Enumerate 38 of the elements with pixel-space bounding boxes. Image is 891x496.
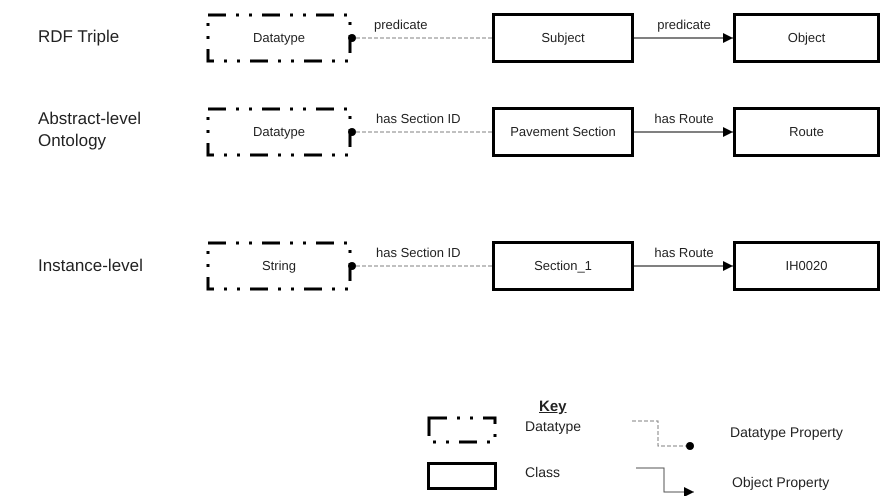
- node-label: Section_1: [533, 258, 593, 274]
- datatype-box: [206, 107, 352, 157]
- class-box: [733, 107, 880, 157]
- node-label: Pavement Section: [509, 124, 617, 140]
- edge-label: has Route: [652, 245, 716, 260]
- edge-label: predicate: [372, 17, 430, 32]
- node-label: Object: [786, 30, 826, 46]
- row-label: Instance-level: [38, 255, 144, 277]
- class-box: [733, 13, 880, 63]
- legend-label: Datatype Property: [730, 424, 843, 440]
- node-label: String: [261, 258, 297, 274]
- legend-label: Datatype: [525, 418, 582, 434]
- object-property-arrow: [634, 127, 734, 137]
- edge-label: has Section ID: [374, 245, 463, 260]
- node-label: Route: [788, 124, 825, 140]
- class-box: [492, 107, 634, 157]
- edge-label: predicate: [655, 17, 713, 32]
- legend-label: Class: [525, 464, 560, 480]
- datatype-property-line: [348, 262, 492, 270]
- datatype-property-line: [348, 128, 492, 136]
- node-label: Subject: [540, 30, 586, 46]
- datatype-box: [206, 241, 352, 291]
- datatype-box: [206, 13, 352, 63]
- object-property-arrow: [634, 33, 734, 43]
- node-label: IH0020: [784, 258, 828, 274]
- node-label: Datatype: [252, 124, 306, 140]
- class-box: [733, 241, 880, 291]
- legend-label: Object Property: [732, 474, 830, 490]
- class-box: [492, 13, 634, 63]
- datatype-property-line: [348, 34, 492, 42]
- edge-label: has Section ID: [374, 111, 463, 126]
- key-heading: Key: [539, 397, 568, 416]
- row-label: RDF Triple: [38, 26, 120, 48]
- edge-label: has Route: [652, 111, 716, 126]
- row-label: Abstract-level Ontology: [38, 108, 142, 152]
- node-label: Datatype: [252, 30, 306, 46]
- class-box: [492, 241, 634, 291]
- object-property-arrow: [634, 261, 734, 271]
